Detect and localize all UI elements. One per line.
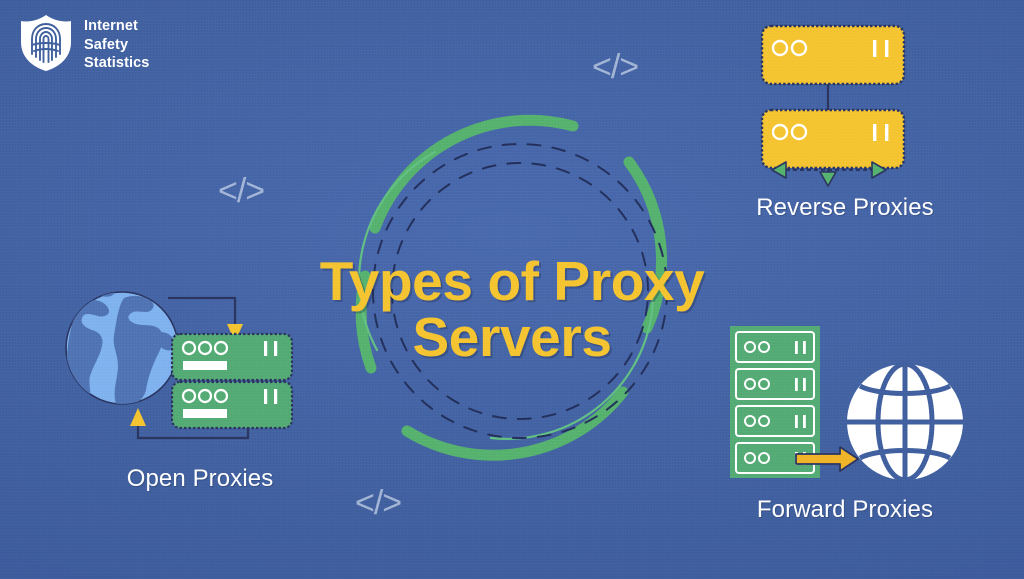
arrow-left-icon xyxy=(771,161,787,179)
code-tag-left-icon: </> xyxy=(218,172,265,210)
reverse-proxy-diagram xyxy=(760,24,906,187)
brand-wordmark: Internet Safety Statistics xyxy=(84,14,149,73)
code-tag-bottom-icon: </> xyxy=(355,484,402,522)
decorative-ring xyxy=(355,114,668,461)
globe-icon xyxy=(65,291,179,405)
brand-logo[interactable]: Internet Safety Statistics xyxy=(18,14,149,73)
code-tag-top-icon: </> xyxy=(592,48,639,86)
arrow-down-icon xyxy=(819,171,837,187)
server-rack-icon xyxy=(730,326,820,478)
globe-wireframe-icon xyxy=(847,361,963,483)
panel-open-caption: Open Proxies xyxy=(126,465,274,492)
arrow-right-icon xyxy=(795,446,859,472)
brand-line-1: Internet xyxy=(84,18,138,34)
panel-reverse-proxies[interactable]: Reverse Proxies xyxy=(700,22,990,222)
fingerprint-shield-icon xyxy=(21,15,71,71)
arrow-right-icon xyxy=(871,161,887,179)
panel-open-proxies[interactable]: Open Proxies xyxy=(60,272,340,493)
panel-forward-caption: Forward Proxies xyxy=(756,496,934,523)
server-box-2 xyxy=(170,380,294,430)
panel-reverse-caption: Reverse Proxies xyxy=(756,194,934,221)
arrow-up-icon xyxy=(130,408,146,426)
server-box-2 xyxy=(760,108,906,170)
open-proxy-diagram xyxy=(65,291,294,440)
panel-forward-proxies[interactable]: Forward Proxies xyxy=(700,322,990,524)
forward-proxy-diagram xyxy=(730,326,963,483)
brand-line-3: Statistics xyxy=(84,55,150,72)
server-box-1 xyxy=(760,24,906,86)
server-box-1 xyxy=(170,332,294,382)
brand-line-2: Safety xyxy=(84,36,129,53)
